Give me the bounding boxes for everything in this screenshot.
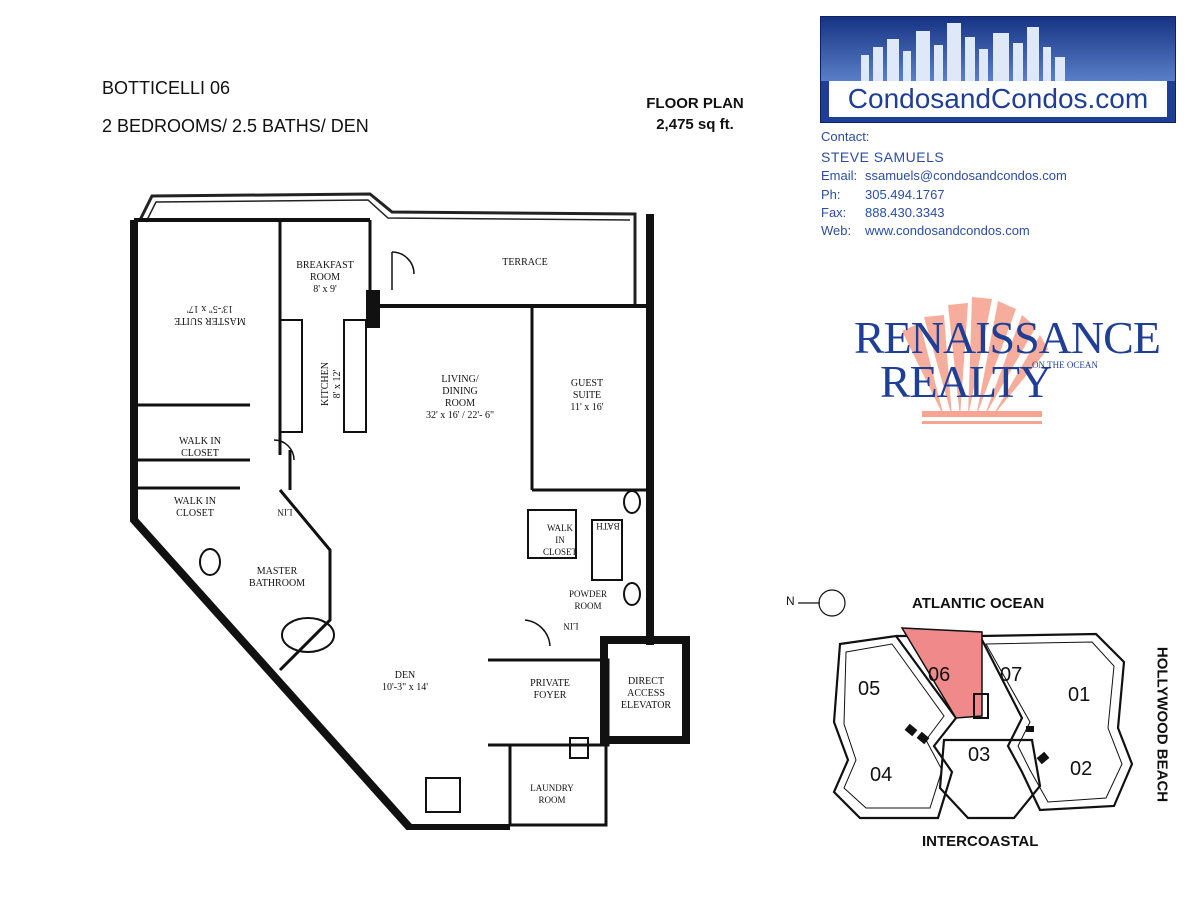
site-banner[interactable]: CondosandCondos.com: [820, 16, 1176, 123]
email-link[interactable]: ssamuels@condosandcondos.com: [865, 168, 1067, 183]
room-living-dining: LIVING/ DINING ROOM 32' x 16' / 22'- 6": [390, 374, 530, 422]
email-label: Email:: [821, 168, 858, 183]
room-master-suite-name: MASTER SUITE: [174, 315, 246, 326]
room-den: DEN 10'-3" x 14': [360, 670, 450, 694]
room-kitchen-name: KITCHEN: [320, 362, 331, 406]
web-label: Web:: [821, 223, 852, 238]
contact-name: STEVE SAMUELS: [821, 149, 945, 165]
room-walk-in-closet-2: WALK IN CLOSET: [174, 496, 216, 519]
room-linen-2: LIN: [563, 621, 579, 631]
room-guest-suite-dim: 11' x 16': [570, 402, 604, 413]
map-unit-07: 07: [1000, 664, 1023, 686]
site-map: 05 06 07 01 04 03 02: [826, 622, 1138, 832]
site-map-drawing: [832, 627, 1134, 820]
room-kitchen-dim: 8' x 12': [332, 369, 343, 399]
room-breakfast-name: BREAKFAST ROOM: [296, 260, 354, 283]
area-label: 2,475 sq ft.: [656, 116, 734, 133]
map-side-label: HOLLYWOOD BEACH: [1153, 646, 1171, 803]
map-bottom-label: INTERCOASTAL: [922, 833, 1039, 850]
contact-fax-row: Fax: 888.430.3343: [821, 205, 945, 220]
room-living-dining-name: LIVING/ DINING ROOM: [441, 374, 479, 409]
room-den-name: DEN: [394, 670, 416, 681]
floor-plan-drawing: [130, 192, 690, 830]
map-unit-06: 06: [928, 664, 951, 686]
fax-value: 888.430.3343: [865, 205, 945, 220]
fax-label: Fax:: [821, 205, 847, 220]
room-bath: BATH: [596, 521, 620, 531]
room-master-bathroom: MASTER BATHROOM: [248, 566, 306, 589]
room-kitchen: KITCHEN 8' x 12': [320, 344, 344, 424]
renaissance-realty-logo: RENAISSANCE REALTY ON THE OCEAN: [852, 287, 1161, 432]
map-unit-01: 01: [1068, 684, 1091, 706]
logo-tagline: ON THE OCEAN: [1032, 360, 1098, 370]
site-name[interactable]: CondosandCondos.com: [829, 81, 1167, 117]
room-living-dining-dim: 32' x 16' / 22'- 6": [425, 410, 495, 421]
room-walk-in-closet-3: WALK IN CLOSET: [542, 523, 577, 557]
map-unit-02: 02: [1070, 758, 1093, 780]
map-unit-03: 03: [968, 744, 991, 766]
contact-web-row: Web: www.condosandcondos.com: [821, 223, 1030, 238]
logo-line1: RENAISSANCE: [854, 312, 1161, 363]
map-unit-04: 04: [870, 764, 893, 786]
web-link[interactable]: www.condosandcondos.com: [865, 223, 1030, 238]
unit-specs: 2 BEDROOMS/ 2.5 BATHS/ DEN: [102, 116, 369, 136]
compass-icon: [798, 589, 846, 617]
shell-icon: [902, 297, 1048, 424]
room-master-suite-dim: 13'-5" x 17': [187, 303, 234, 314]
room-private-foyer: PRIVATE FOYER: [530, 678, 570, 701]
logo-line2: REALTY: [880, 356, 1052, 407]
floor-plan-label: FLOOR PLAN: [646, 95, 744, 112]
unit-name: BOTTICELLI 06: [102, 78, 231, 98]
north-indicator: N: [786, 588, 846, 618]
room-powder: POWDER ROOM: [569, 589, 607, 611]
phone-label: Ph:: [821, 187, 841, 202]
contact-email-row: Email: ssamuels@condosandcondos.com: [821, 168, 1067, 183]
room-guest-suite-name: GUEST SUITE: [570, 378, 604, 401]
skyline-graphic: [821, 17, 1175, 81]
room-den-dim: 10'-3" x 14': [381, 682, 428, 693]
room-laundry: LAUNDRY ROOM: [530, 783, 574, 805]
floor-plan: BREAKFAST ROOM 8' x 9' TERRACE MASTER SU…: [130, 190, 690, 830]
room-master-suite: MASTER SUITE 13'-5" x 17': [150, 302, 270, 326]
room-linen-1: LIN: [277, 507, 293, 517]
room-walk-in-closet-1: WALK IN CLOSET: [179, 436, 221, 459]
room-terrace: TERRACE: [502, 257, 548, 268]
contact-phone-row: Ph: 305.494.1767: [821, 187, 945, 202]
room-elevator: DIRECT ACCESS ELEVATOR: [620, 676, 672, 711]
map-unit-05: 05: [858, 678, 881, 700]
room-guest-suite: GUEST SUITE 11' x 16': [542, 378, 632, 414]
phone-value: 305.494.1767: [865, 187, 945, 202]
room-breakfast: BREAKFAST ROOM 8' x 9': [280, 260, 370, 296]
map-top-label: ATLANTIC OCEAN: [912, 595, 1045, 612]
room-breakfast-dim: 8' x 9': [313, 284, 337, 295]
north-label: N: [786, 594, 795, 608]
contact-label: Contact:: [821, 129, 870, 144]
